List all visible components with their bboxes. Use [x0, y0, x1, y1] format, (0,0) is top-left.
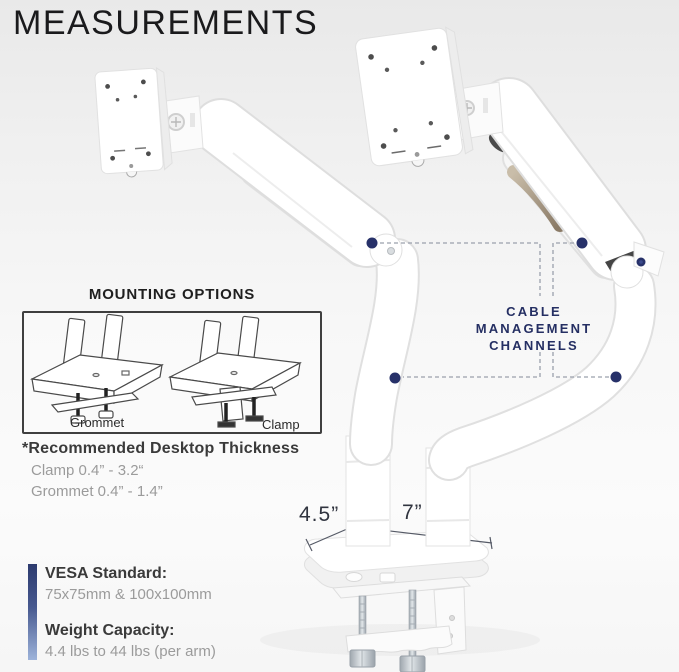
- callout-dots: [366, 237, 622, 384]
- clamp-label: Clamp: [262, 417, 300, 432]
- clamp-assembly: [332, 576, 472, 672]
- mounting-options-illustrations: [30, 313, 302, 428]
- base-square-port: [379, 572, 396, 583]
- desktop-thickness-block: *Recommended Desktop Thickness Clamp 0.4…: [22, 440, 299, 500]
- weight-capacity-value: 4.4 lbs to 44 lbs (per arm): [45, 643, 216, 660]
- mounting-options-box: Grommet Clamp: [22, 311, 322, 434]
- screw-icon: [387, 247, 395, 255]
- page-title: MEASUREMENTS: [13, 4, 319, 42]
- left-elbow-joint: [369, 233, 403, 267]
- grommet-label: Grommet: [70, 415, 125, 430]
- callout-dashes: [380, 242, 609, 378]
- base-oval-port: [345, 572, 363, 582]
- thickness-heading: *Recommended Desktop Thickness: [22, 440, 300, 457]
- right-vesa-plate: [355, 26, 474, 167]
- vesa-standard-value: 75x75mm & 100x100mm: [45, 586, 212, 603]
- cable-management-callout: CABLE MANAGEMENT CHANNELS: [446, 303, 622, 354]
- clamp-illustration: [168, 315, 302, 428]
- right-arm: [355, 26, 665, 547]
- base-width-dimension: 7”: [402, 501, 423, 524]
- weight-capacity-heading: Weight Capacity:: [45, 622, 175, 639]
- cable-callout-line2: CHANNELS: [489, 338, 579, 353]
- base-depth-dimension: 4.5”: [299, 503, 340, 526]
- left-arm: [94, 67, 420, 547]
- cable-callout-line1: CABLE MANAGEMENT: [475, 304, 593, 336]
- thickness-clamp-range: Clamp 0.4” - 3.2“: [31, 462, 144, 479]
- left-vesa-plate: [94, 67, 173, 178]
- spec-accent-bar: [28, 564, 37, 660]
- mounting-options-title: MOUNTING OPTIONS: [88, 286, 256, 303]
- grommet-illustration: [30, 313, 164, 424]
- vesa-standard-heading: VESA Standard:: [45, 565, 168, 582]
- thickness-grommet-range: Grommet 0.4” - 1.4”: [31, 483, 163, 500]
